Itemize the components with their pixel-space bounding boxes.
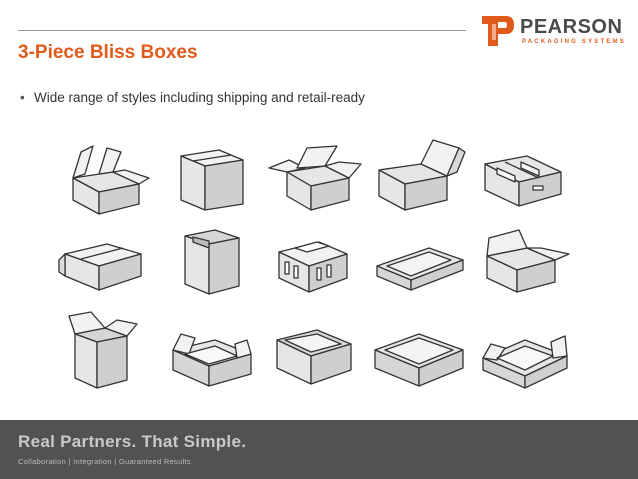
vented-crate-icon [267,220,363,300]
retail-ready-tray-icon [167,314,263,394]
closed-box-icon [163,138,259,218]
shallow-tray-icon [371,314,467,394]
logo-wordmark: PEARSON [520,16,623,38]
footer-tagline: Real Partners. That Simple. [18,432,247,451]
open-flap-box-icon [55,138,151,218]
pearson-logo: PEARSON PACKAGING SYSTEMS [478,10,628,50]
open-tall-box-icon [55,310,151,390]
box-illustration-grid [55,138,583,390]
page-title: 3-Piece Bliss Boxes [18,42,198,63]
header-rule [18,30,466,31]
display-tray-icon [371,220,467,300]
partitioned-shipper-icon [475,138,571,218]
bullet-text: Wide range of styles including shipping … [34,90,365,105]
open-flap-shipper-icon [475,220,571,300]
open-tray-icon [267,310,363,390]
footer-subtagline: Collaboration | Integration | Guaranteed… [18,457,191,466]
flanged-display-tray-icon [479,314,575,394]
open-flap-tray-icon [267,138,363,218]
footer-banner: Real Partners. That Simple. Collaboratio… [0,420,638,479]
hinged-lid-box-icon [371,138,467,218]
bullet-item: • Wide range of styles including shipping… [20,90,365,105]
closed-shipper-icon [55,224,151,304]
pearson-logo-icon [482,16,514,46]
tall-open-box-icon [163,220,259,300]
bullet-marker: • [20,90,25,105]
logo-tagline: PACKAGING SYSTEMS [522,39,626,45]
